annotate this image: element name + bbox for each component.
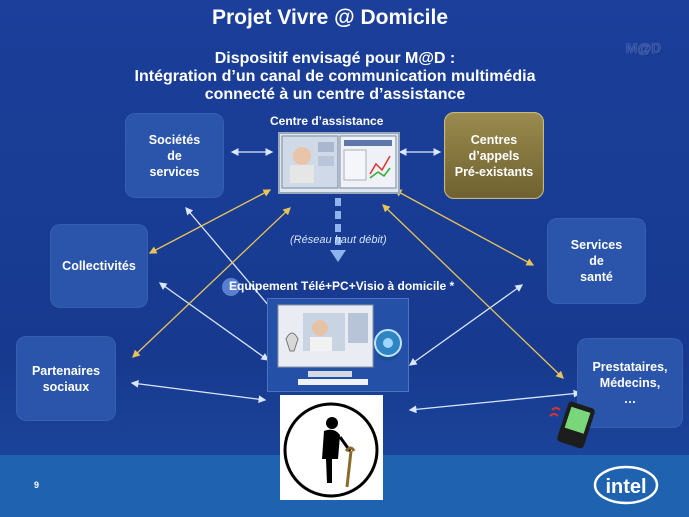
pda-icon: [549, 401, 595, 449]
box-partenaires-label: Partenaires sociaux: [31, 363, 101, 394]
intel-logo-text: intel: [605, 476, 646, 498]
arrow-sante-home: [408, 284, 524, 366]
equipment-label: Equipement Télé+PC+Visio à domicile *: [229, 279, 455, 293]
home-equipment-panel: [267, 298, 409, 392]
arrow-centre-sante: [393, 189, 535, 266]
page-title: Projet Vivre @ Domicile: [211, 6, 448, 29]
intel-logo: intel: [593, 465, 659, 505]
equipment-bullet: [222, 278, 240, 296]
box-collectivites-label: Collectivités: [62, 259, 136, 273]
page-number: 9: [34, 480, 40, 490]
network-label: (Réseau haut débit): [290, 234, 387, 246]
box-societes-label: Sociétés de services: [148, 132, 201, 179]
home-equipment-icon: [277, 304, 402, 385]
subtitle-line-1: Dispositif envisagé pour M@D :: [214, 50, 456, 67]
assistance-screens-icon: [281, 135, 397, 189]
box-centres-label: Centres d’appels Pré-existants: [454, 132, 534, 179]
subtitle: Dispositif envisagé pour M@D : Intégrati…: [40, 50, 630, 104]
elderly-person-panel: [280, 395, 383, 500]
box-services-sante: Services de santé: [547, 218, 646, 304]
box-collectivites: Collectivités: [50, 224, 148, 308]
assistance-label: Centre d’assistance: [270, 114, 384, 128]
box-centres-appels: Centres d’appels Pré-existants: [444, 112, 544, 199]
box-prestataires: Prestataires, Médecins, …: [577, 338, 683, 428]
elderly-person-icon: [283, 402, 379, 498]
box-societes-services: Sociétés de services: [125, 113, 224, 198]
box-sante-label: Services de santé: [570, 238, 623, 284]
assistance-screens: [278, 132, 400, 194]
arrow-centre-collectivites: [148, 189, 272, 254]
box-prestataires-label: Prestataires, Médecins, …: [592, 360, 668, 406]
arrow-partenaires-home: [130, 379, 267, 404]
arrow-prestataires-home: [408, 389, 582, 414]
arrow-centre-prestataires: [382, 204, 564, 379]
mad-logo: M@D: [626, 40, 662, 56]
box-partenaires-sociaux: Partenaires sociaux: [16, 336, 116, 421]
subtitle-line-2: Intégration d’un canal de communication …: [134, 68, 536, 85]
arrow-collectivites-home: [158, 282, 270, 361]
network-link: [330, 198, 346, 262]
subtitle-line-3: connecté à un centre d’assistance: [204, 86, 466, 103]
